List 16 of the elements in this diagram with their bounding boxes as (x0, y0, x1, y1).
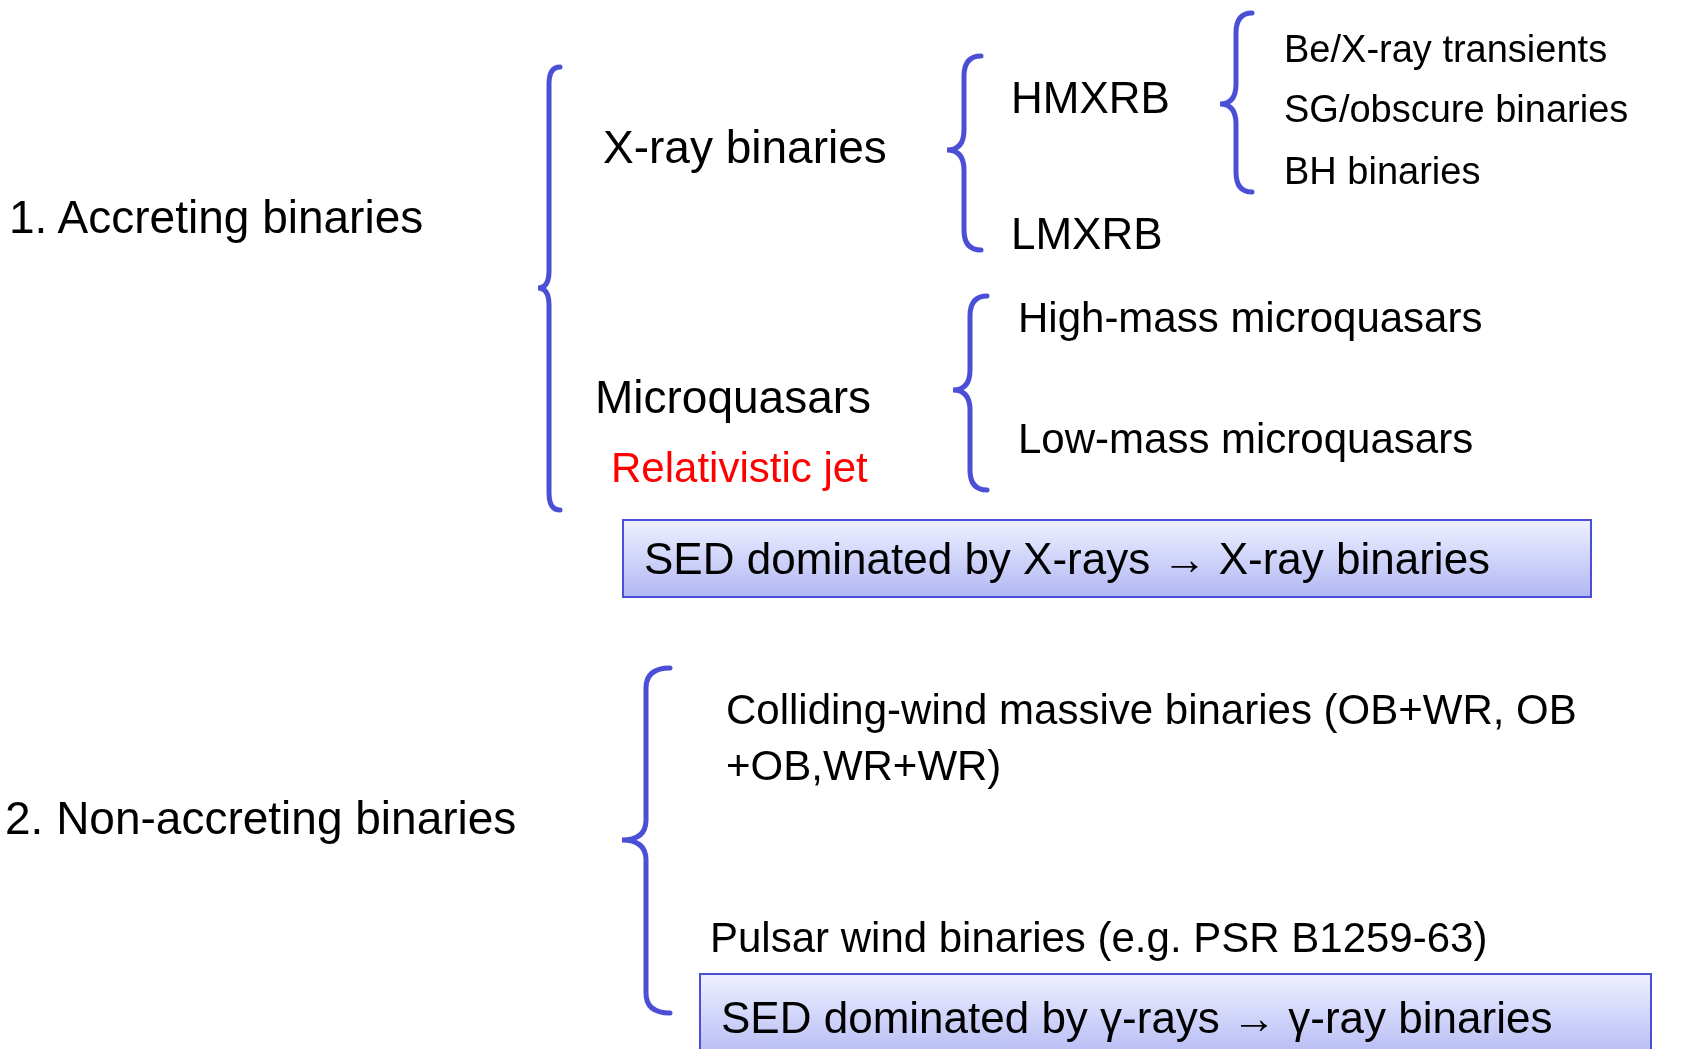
category-label: Microquasars (595, 369, 872, 425)
category-label: 2. Non-accreting binaries (5, 790, 517, 846)
category-label: 1. Accreting binaries (9, 189, 424, 245)
category-label: Relativistic jet (611, 442, 868, 493)
category-label: BH binaries (1284, 148, 1481, 194)
highlight-box: SED dominated by X-rays → X-ray binaries (622, 519, 1592, 598)
category-label: Pulsar wind binaries (e.g. PSR B1259-63) (710, 912, 1488, 963)
category-label: Low-mass microquasars (1018, 413, 1474, 464)
category-label: Be/X-ray transients (1284, 26, 1608, 72)
category-label: High-mass microquasars (1018, 292, 1483, 343)
category-label: X-ray binaries (603, 119, 887, 175)
category-label: SG/obscure binaries (1284, 86, 1629, 132)
category-label: LMXRB (1011, 208, 1163, 260)
category-label: HMXRB (1011, 72, 1170, 124)
category-label: Colliding-wind massive binaries (OB+WR, OB +OB,WR+WR) (726, 685, 1578, 791)
highlight-box: SED dominated by γ-rays → γ-ray binaries (699, 973, 1652, 1049)
